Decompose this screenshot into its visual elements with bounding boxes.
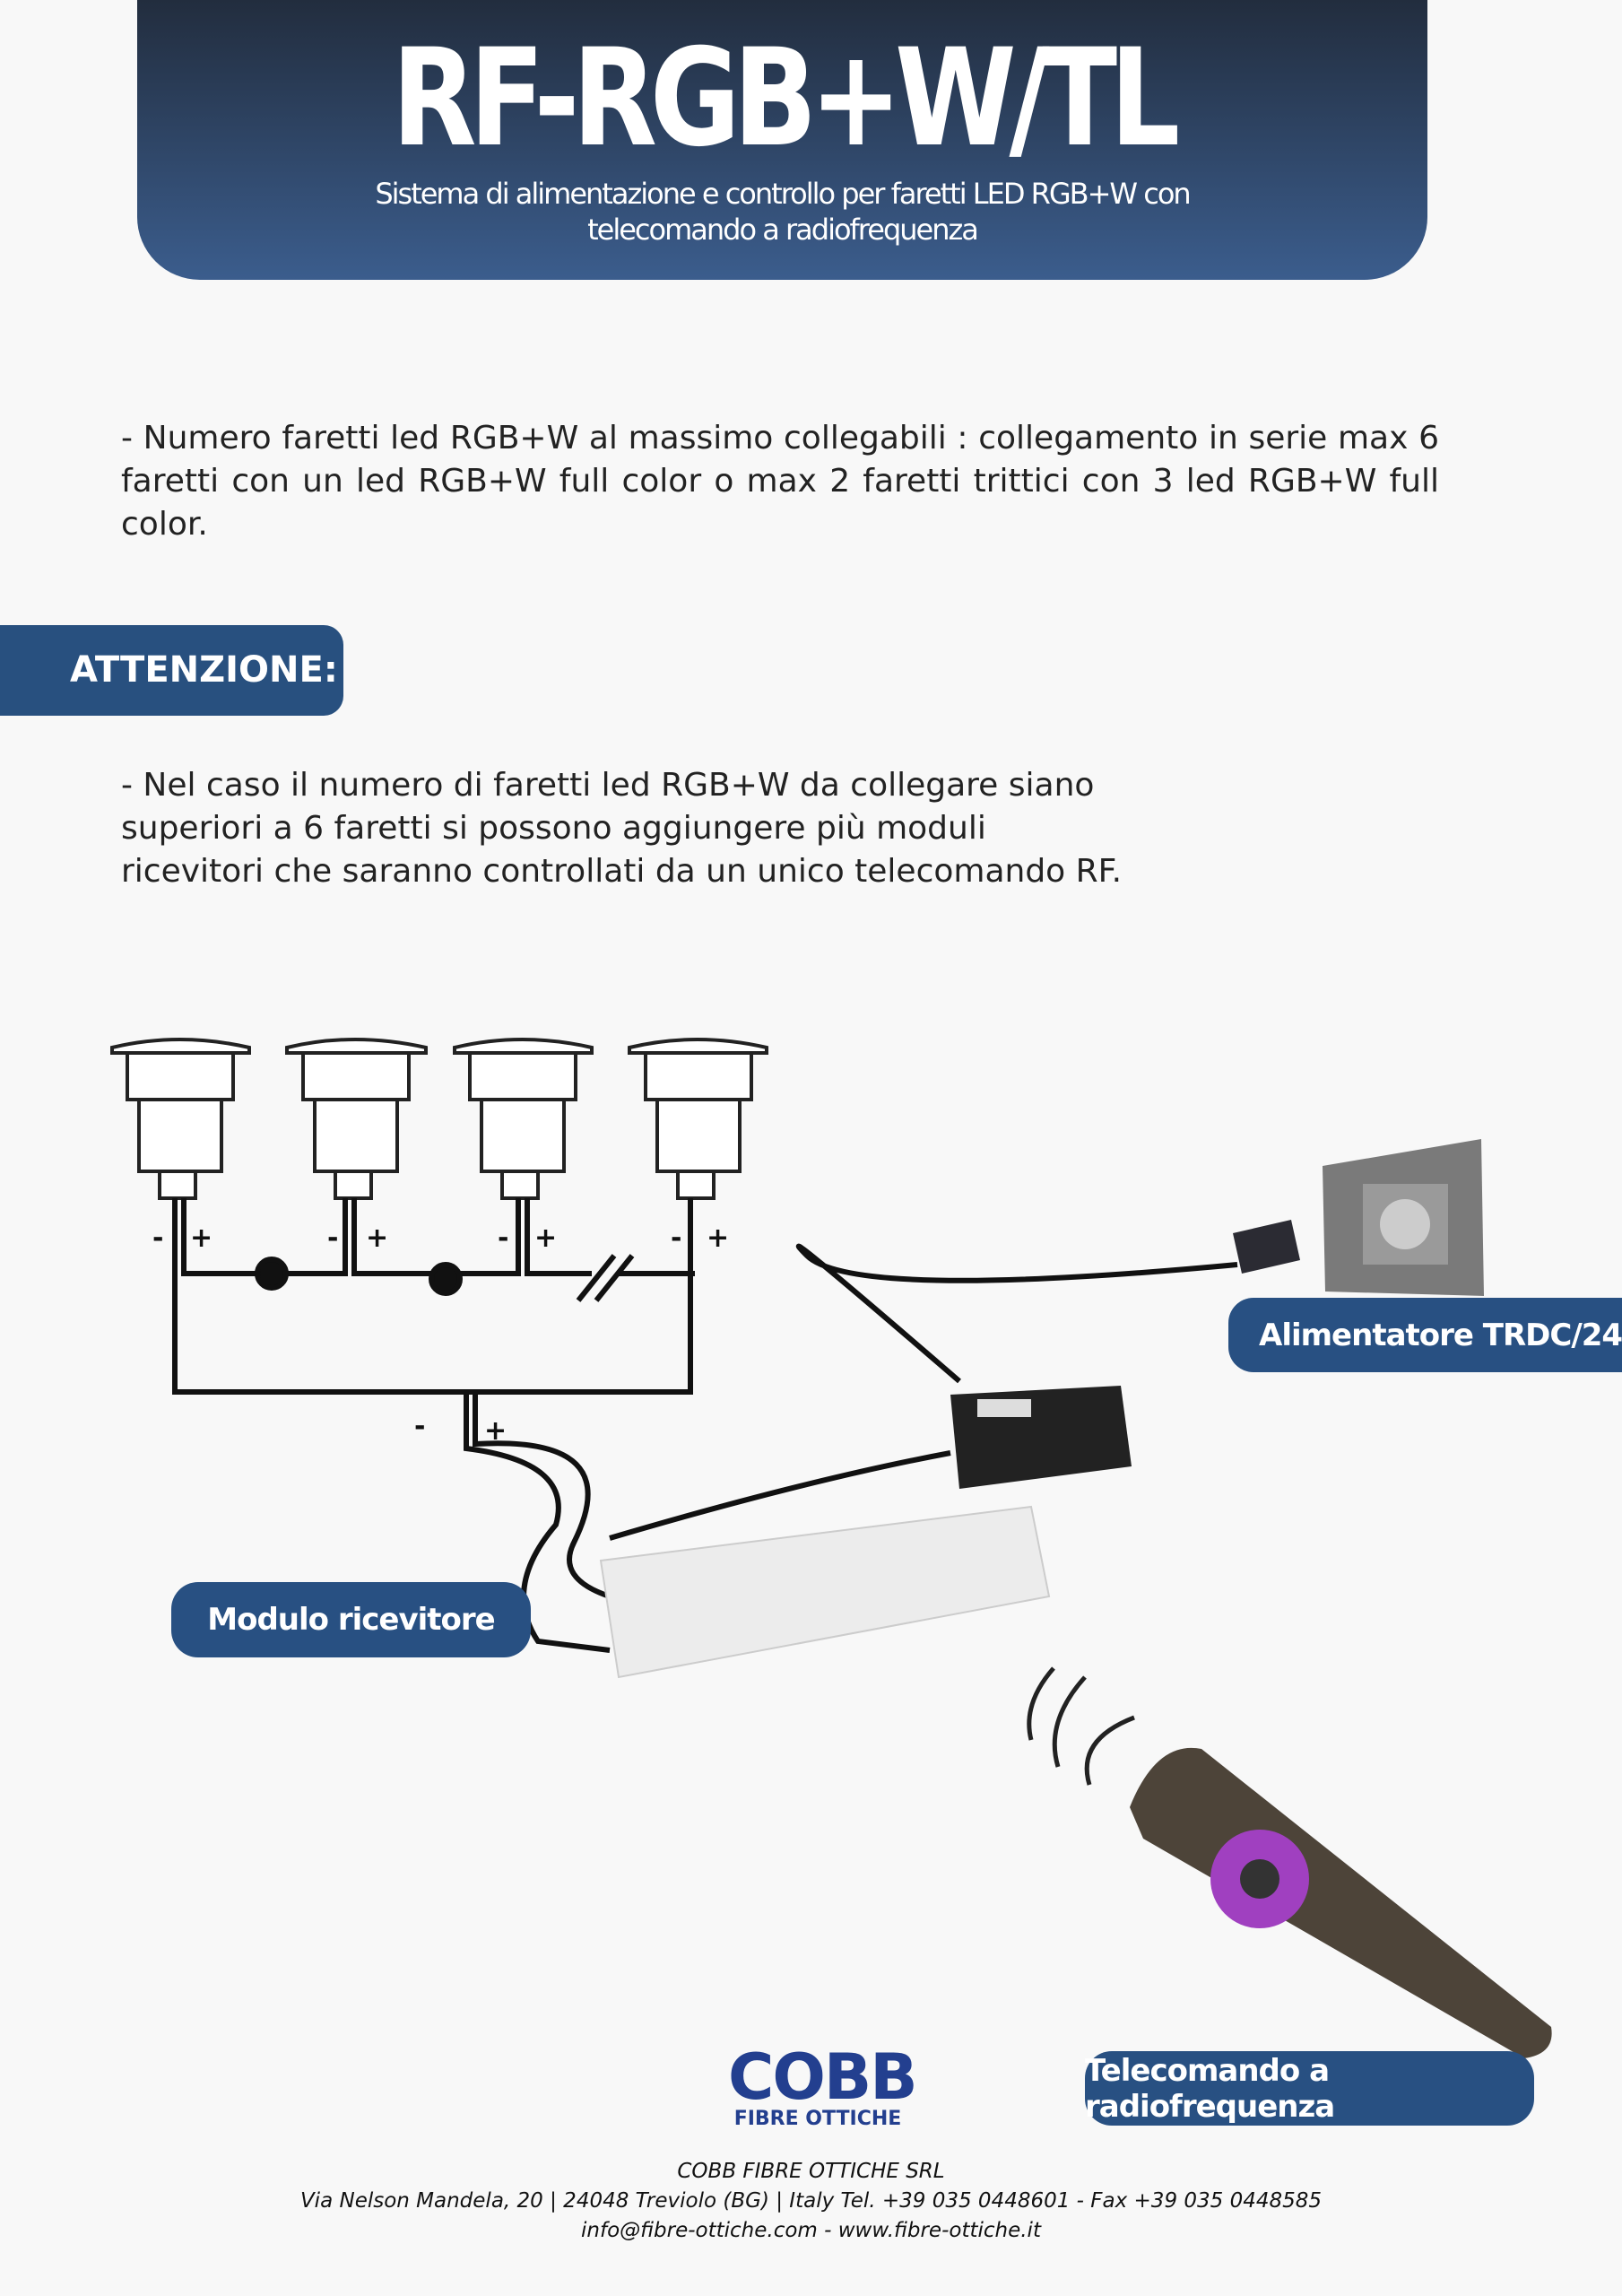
power-plug-image bbox=[1233, 1220, 1300, 1274]
text-line: ricevitori che saranno controllati da un… bbox=[121, 853, 1123, 890]
max-spotlights-text: - Numero faretti led RGB+W al massimo co… bbox=[121, 420, 1439, 543]
logo-subtitle: FIBRE OTTICHE bbox=[733, 2108, 902, 2130]
minus-mark: - bbox=[498, 1222, 508, 1254]
page-title: RF-RGB+W/TL bbox=[391, 21, 1180, 177]
minus-mark: - bbox=[327, 1222, 338, 1254]
plus-mark: + bbox=[190, 1222, 213, 1254]
footer-contact: info@fibre-ottiche.com - www.fibre-ottic… bbox=[581, 2219, 1041, 2242]
plus-mark: + bbox=[534, 1222, 557, 1254]
wiring-diagram: -+ -+ -+ -+ -+ bbox=[110, 1038, 1552, 2058]
rf-antenna-box-image bbox=[950, 1386, 1132, 1489]
minus-mark: - bbox=[671, 1222, 681, 1254]
cobb-logo: COBB FIBRE OTTICHE bbox=[728, 2040, 918, 2130]
subtitle-line: telecomando a radiofrequenza bbox=[587, 213, 979, 247]
header-banner: RF-RGB+W/TL Sistema di alimentazione e c… bbox=[137, 0, 1427, 280]
logo-name: COBB bbox=[728, 2040, 918, 2114]
page-subtitle: Sistema di alimentazione e controllo per… bbox=[137, 176, 1427, 248]
footer: COBB FIBRE OTTICHE SRL Via Nelson Mandel… bbox=[0, 2157, 1622, 2246]
additional-modules-text: - Nel caso il numero di faretti led RGB+… bbox=[121, 764, 1134, 893]
attention-badge: ATTENZIONE: bbox=[0, 625, 343, 716]
rf-waves-icon bbox=[1027, 1666, 1135, 1786]
text-line: - Nel caso il numero di faretti led RGB+… bbox=[121, 767, 1095, 804]
spotlights bbox=[110, 1038, 768, 1200]
text-line: superiori a 6 faretti si possono aggiung… bbox=[121, 810, 986, 847]
power-supply-label: Alimentatore TRDC/24/… bbox=[1228, 1298, 1622, 1372]
receiver-module-image bbox=[599, 1505, 1051, 1679]
wires bbox=[172, 1198, 1238, 1653]
plus-mark: + bbox=[366, 1222, 388, 1254]
footer-company: COBB FIBRE OTTICHE SRL bbox=[677, 2160, 945, 2183]
footer-address: Via Nelson Mandela, 20 | 24048 Treviolo … bbox=[299, 2189, 1323, 2213]
remote-control-label: Telecomando a radiofrequenza bbox=[1085, 2051, 1534, 2126]
spotlight-4 bbox=[628, 1038, 768, 1200]
spotlight-1 bbox=[110, 1038, 251, 1200]
spotlight-3 bbox=[453, 1038, 594, 1200]
plus-mark: + bbox=[484, 1415, 507, 1447]
minus-mark: - bbox=[414, 1411, 425, 1442]
remote-control-image bbox=[1130, 1747, 1552, 2058]
spotlight-2 bbox=[285, 1038, 428, 1200]
receiver-module-label: Modulo ricevitore bbox=[171, 1582, 531, 1657]
polarity-marks: -+ -+ -+ -+ -+ bbox=[152, 1222, 729, 1447]
minus-mark: - bbox=[152, 1222, 163, 1254]
wall-socket-image bbox=[1323, 1139, 1484, 1296]
subtitle-line: Sistema di alimentazione e controllo per… bbox=[375, 177, 1191, 211]
plus-mark: + bbox=[707, 1222, 729, 1254]
